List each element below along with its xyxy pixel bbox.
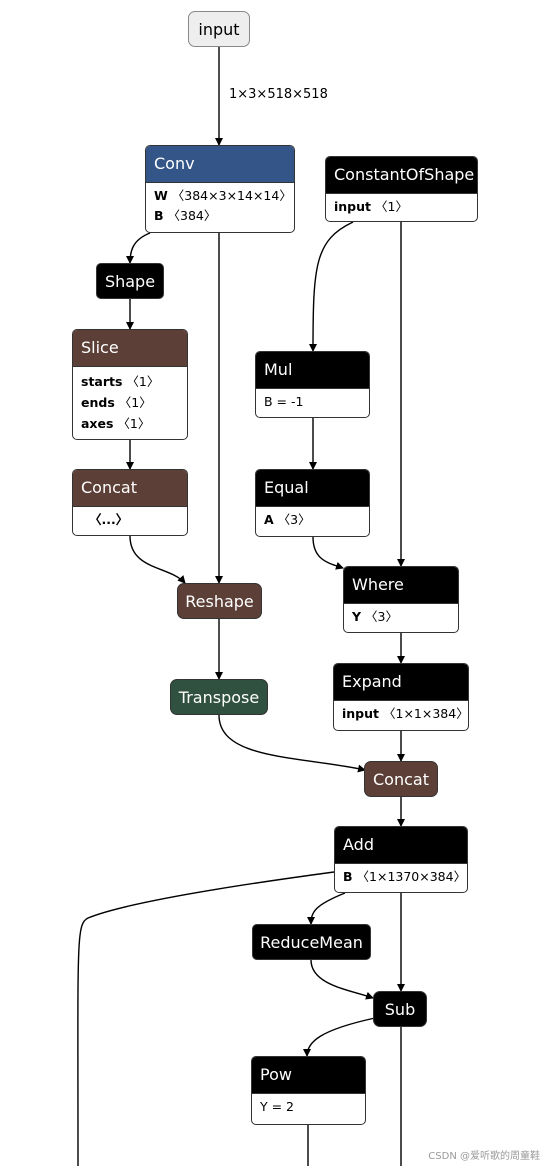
node-expand[interactable]: Expand input 〈1×1×384〉: [333, 663, 469, 731]
node-equal-header: Equal: [256, 470, 369, 507]
edge-sub-pow: [303, 1017, 376, 1057]
node-sub-label: Sub: [384, 999, 416, 1019]
node-shape-label: Shape: [104, 271, 156, 291]
node-shape[interactable]: Shape: [96, 263, 164, 299]
edge-equal-where: [312, 536, 344, 570]
node-conv-header: Conv: [146, 146, 294, 183]
node-conv-attrs: W 〈384×3×14×14〉 B 〈384〉: [146, 183, 294, 228]
node-concat-2[interactable]: Concat: [364, 761, 438, 797]
edge-add-skip: [77, 871, 335, 1166]
node-mul-header: Mul: [256, 352, 369, 389]
node-add-header: Add: [335, 827, 467, 864]
edge-cos-mul: [309, 221, 354, 352]
edge-reducemean-sub: [310, 959, 374, 1000]
attr-row: W 〈384×3×14×14〉: [154, 188, 292, 203]
node-slice[interactable]: Slice starts 〈1〉 ends 〈1〉 axes 〈1〉: [72, 329, 188, 440]
edge-transpose-concat: [218, 714, 366, 773]
attr-row: B 〈384〉: [154, 208, 217, 223]
attr-row: B 〈1×1370×384〉: [343, 869, 467, 884]
node-constantofshape-attrs: input 〈1〉: [326, 194, 477, 219]
node-reducemean-label: ReduceMean: [260, 932, 363, 952]
node-expand-attrs: input 〈1×1×384〉: [334, 701, 468, 726]
node-reducemean[interactable]: ReduceMean: [252, 924, 371, 960]
edge-add-reducemean: [307, 892, 346, 925]
edge-shape-label: 1×3×518×518: [229, 87, 328, 102]
node-constantofshape-header: ConstantOfShape: [326, 157, 477, 194]
node-add[interactable]: Add B 〈1×1370×384〉: [334, 826, 468, 893]
attr-row: A 〈3〉: [264, 512, 311, 527]
node-mul-attrs: B = -1: [256, 389, 369, 414]
node-where-attrs: Y 〈3〉: [344, 604, 458, 629]
node-pow-attrs: Y = 2: [252, 1094, 365, 1119]
edge-conv-shape: [126, 232, 151, 264]
watermark-footer: CSDN @爱听歌的周童鞋: [428, 1151, 540, 1162]
attr-row: starts 〈1〉: [81, 374, 160, 389]
node-equal-attrs: A 〈3〉: [256, 507, 369, 532]
attr-row: B = -1: [264, 394, 304, 409]
attr-row: input 〈1〉: [334, 199, 408, 214]
node-expand-header: Expand: [334, 664, 468, 701]
node-constantofshape[interactable]: ConstantOfShape input 〈1〉: [325, 156, 478, 222]
node-add-attrs: B 〈1×1370×384〉: [335, 864, 467, 889]
attr-row: Y 〈3〉: [352, 609, 398, 624]
node-pow[interactable]: Pow Y = 2: [251, 1056, 366, 1125]
node-concat-2-label: Concat: [373, 769, 429, 789]
edge-concat-reshape: [129, 535, 186, 584]
attr-row: axes 〈1〉: [81, 416, 151, 431]
attr-row: 〈...〉: [89, 512, 129, 527]
node-slice-header: Slice: [73, 330, 187, 367]
node-mul[interactable]: Mul B = -1: [255, 351, 370, 418]
node-input-label: input: [198, 19, 240, 39]
node-pow-header: Pow: [252, 1057, 365, 1094]
node-reshape[interactable]: Reshape: [177, 583, 262, 619]
node-where[interactable]: Where Y 〈3〉: [343, 566, 459, 633]
node-input[interactable]: input: [188, 11, 250, 47]
node-transpose-label: Transpose: [178, 687, 260, 707]
node-sub[interactable]: Sub: [373, 991, 427, 1027]
node-reshape-label: Reshape: [185, 591, 254, 611]
node-concat-1-header: Concat: [73, 470, 187, 507]
node-slice-attrs: starts 〈1〉 ends 〈1〉 axes 〈1〉: [73, 367, 187, 436]
node-conv[interactable]: Conv W 〈384×3×14×14〉 B 〈384〉: [145, 145, 295, 233]
node-concat-1-attrs: 〈...〉: [73, 507, 187, 532]
node-equal[interactable]: Equal A 〈3〉: [255, 469, 370, 537]
node-where-header: Where: [344, 567, 458, 604]
attr-row: Y = 2: [260, 1099, 295, 1114]
node-transpose[interactable]: Transpose: [170, 679, 268, 715]
attr-row: ends 〈1〉: [81, 395, 152, 410]
attr-row: input 〈1×1×384〉: [342, 706, 469, 721]
node-concat-1[interactable]: Concat 〈...〉: [72, 469, 188, 536]
